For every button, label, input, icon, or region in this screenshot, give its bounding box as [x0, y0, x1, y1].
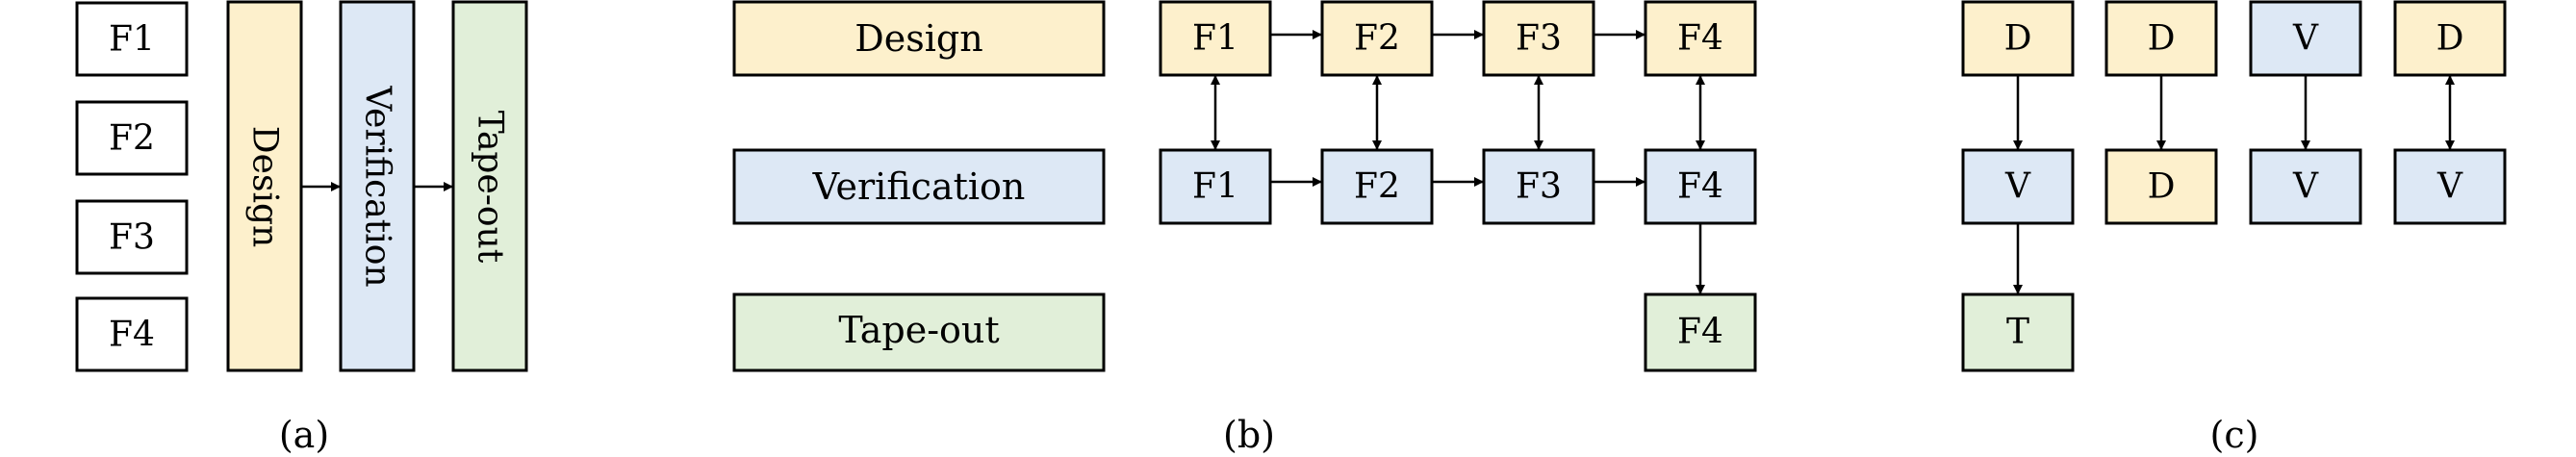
stage-label: Design [854, 17, 982, 60]
feature-label: F4 [1677, 313, 1723, 352]
panel-c: D V T D D V V [1961, 0, 2507, 456]
feature-label: F1 [109, 20, 155, 60]
feature-label: F3 [1516, 19, 1562, 59]
feature-box-f2: F2 [75, 100, 189, 176]
panel-b-caption: (b) [1223, 414, 1275, 456]
node-label: D [2004, 19, 2032, 59]
verification-feature-f4: F4 [1644, 148, 1757, 225]
node-label: D [2148, 19, 2176, 59]
chain-node-tapeout: T [1961, 292, 2075, 372]
feature-box-f1: F1 [75, 1, 189, 77]
stage-label-box-verification: Verification [732, 148, 1106, 225]
stage-label: Tape-out [838, 309, 999, 351]
stage-bar-verification: Verification [339, 0, 416, 372]
verification-feature-f1: F1 [1159, 148, 1272, 225]
design-feature-f1: F1 [1159, 0, 1272, 77]
feature-label: F4 [1677, 167, 1723, 207]
stage-bar-tapeout: Tape-out [451, 0, 528, 372]
node-label: V [2292, 167, 2319, 207]
feature-label: F2 [1354, 19, 1400, 59]
stage-label: Tape-out [471, 111, 510, 264]
panel-a-caption: (a) [279, 414, 329, 456]
feature-label: F4 [1677, 19, 1723, 59]
feature-label: F4 [109, 316, 155, 355]
stage-label: Design [245, 126, 285, 247]
verification-feature-f2: F2 [1320, 148, 1434, 225]
node-label: V [2292, 19, 2319, 59]
feature-label: F2 [1354, 167, 1400, 207]
chain-node-verification: V [1961, 148, 2075, 225]
pair-3-bottom-node: V [2393, 148, 2507, 225]
stage-bar-design: Design [226, 0, 303, 372]
pair-2-bottom-node: V [2249, 148, 2362, 225]
stage-label-box-tapeout: Tape-out [732, 292, 1106, 372]
node-label: D [2436, 19, 2464, 59]
node-label: T [2006, 313, 2029, 352]
stage-label: Verification [358, 85, 397, 287]
panel-b: Design Verification Tape-out F1 F2 F3 F4 [732, 0, 1757, 456]
chain-node-design: D [1961, 0, 2075, 77]
feature-label: F3 [109, 218, 155, 258]
feature-label: F3 [1516, 167, 1562, 207]
panel-c-caption: (c) [2210, 414, 2259, 456]
pair-1-top-node: D [2104, 0, 2218, 77]
tapeout-feature-f4: F4 [1644, 292, 1757, 372]
design-feature-f2: F2 [1320, 0, 1434, 77]
feature-label: F1 [1192, 19, 1238, 59]
feature-box-f3: F3 [75, 199, 189, 275]
node-label: V [2436, 167, 2463, 207]
feature-label: F2 [109, 119, 155, 159]
stage-label: Verification [812, 165, 1026, 208]
feature-box-f4: F4 [75, 296, 189, 372]
node-label: D [2148, 167, 2176, 207]
stage-label-box-design: Design [732, 0, 1106, 77]
pair-2-top-node: V [2249, 0, 2362, 77]
panel-a: F1 F2 F3 F4 Design Verification Tape-out [75, 0, 528, 456]
verification-feature-f3: F3 [1482, 148, 1595, 225]
node-label: V [2004, 167, 2031, 207]
design-feature-f3: F3 [1482, 0, 1595, 77]
design-feature-f4: F4 [1644, 0, 1757, 77]
pair-1-bottom-node: D [2104, 148, 2218, 225]
feature-label: F1 [1192, 167, 1238, 207]
pair-3-top-node: D [2393, 0, 2507, 77]
